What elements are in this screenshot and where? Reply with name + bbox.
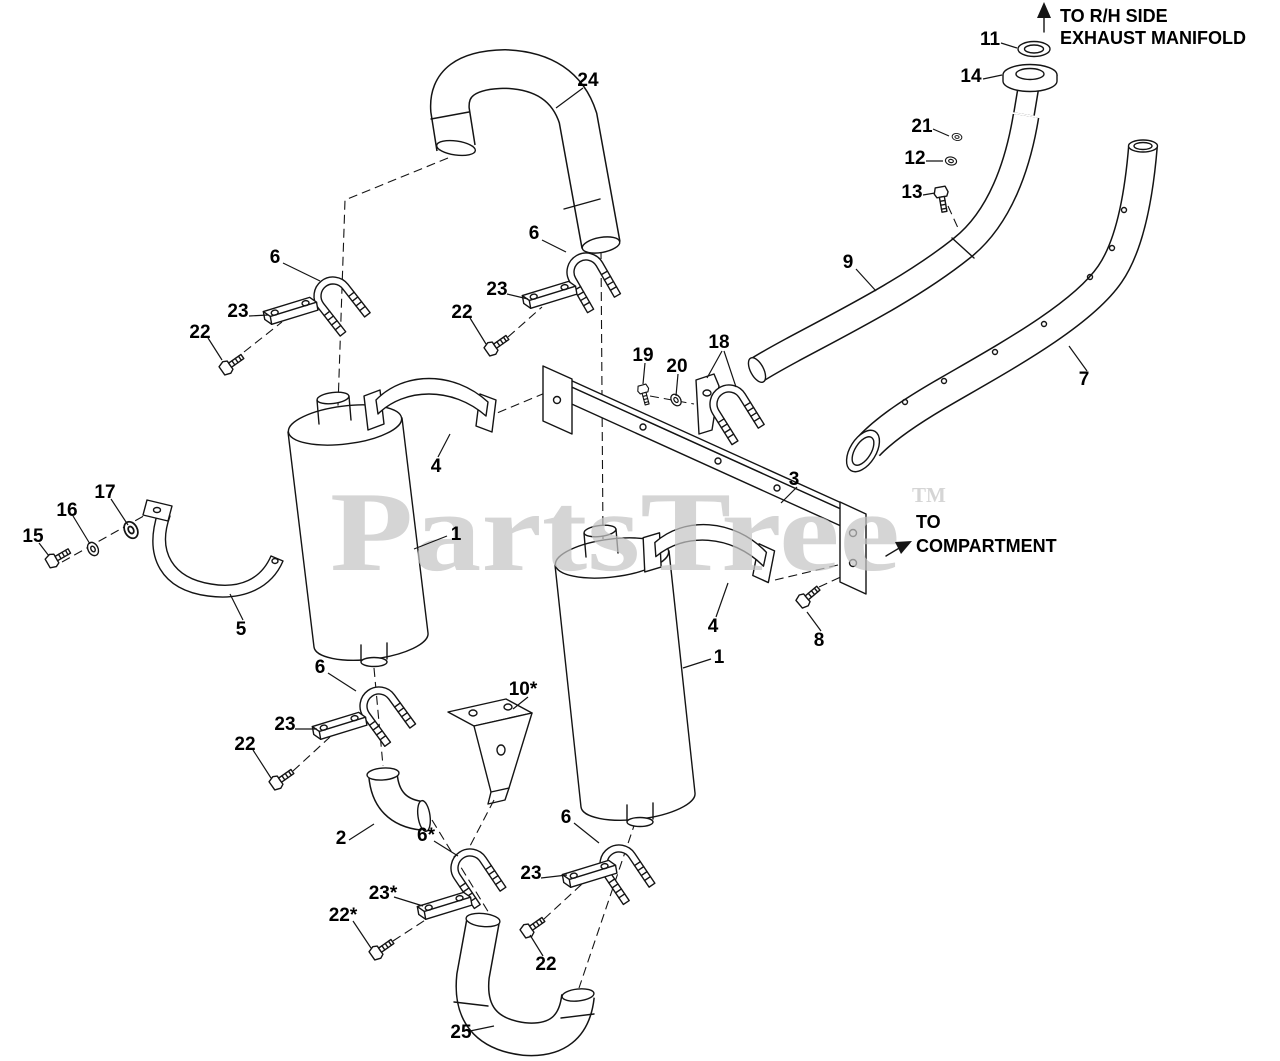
callout-25: 25	[450, 1022, 472, 1043]
part-strap-5	[142, 499, 284, 598]
callout-24: 24	[577, 70, 599, 91]
part-bracket-4-upper	[363, 377, 497, 433]
saddle-23-star	[415, 890, 474, 922]
part-u-pipe-24	[429, 48, 621, 254]
watermark-trademark: TM	[912, 483, 946, 507]
part-rail	[542, 365, 867, 595]
compartment-note-line2: COMPARTMENT	[916, 536, 1057, 556]
washer-12	[944, 155, 958, 167]
callout-6-a: 6	[270, 247, 281, 268]
bolt-15	[43, 544, 74, 571]
callout-23-star: 23*	[369, 883, 398, 904]
callout-6-d: 6	[561, 807, 572, 828]
callout-14: 14	[960, 66, 982, 87]
callout-21: 21	[911, 116, 933, 137]
callout-4-upper: 4	[431, 456, 442, 477]
callout-22-b: 22	[451, 302, 472, 323]
watermark-text: PartsTree	[330, 468, 900, 595]
manifold-note-line1: TO R/H SIDE	[1060, 6, 1168, 26]
callout-1-right: 1	[714, 647, 725, 668]
u-bolt-6-b	[559, 245, 622, 314]
part-muffler-right	[554, 524, 696, 828]
part-gasket-11	[1017, 40, 1051, 58]
saddle-23-a	[261, 295, 320, 327]
callout-6-b: 6	[529, 223, 540, 244]
saddle-23-c	[310, 710, 369, 742]
bolt-13	[932, 185, 953, 214]
callout-23-a: 23	[227, 301, 248, 322]
callout-20: 20	[666, 356, 687, 377]
callout-8: 8	[814, 630, 825, 651]
annotation-manifold: TO R/H SIDE EXHAUST MANIFOLD	[1037, 2, 1246, 48]
manifold-note-line2: EXHAUST MANIFOLD	[1060, 28, 1246, 48]
u-bolt-6-c	[351, 678, 417, 747]
part-bracket-10	[447, 698, 533, 805]
callout-10-star: 10*	[509, 679, 538, 700]
part-exhaust-pipe-9	[747, 113, 1040, 384]
callout-22-a: 22	[189, 322, 210, 343]
callout-11: 11	[980, 29, 1001, 50]
callout-22-d: 22	[535, 954, 556, 975]
callout-16: 16	[56, 500, 77, 521]
part-down-pipe-14	[1002, 63, 1058, 116]
compartment-note-line1: TO	[916, 512, 941, 532]
callout-1-left: 1	[451, 524, 462, 545]
callout-13: 13	[901, 182, 922, 203]
callout-6-star: 6*	[417, 825, 436, 846]
callout-5: 5	[236, 619, 247, 640]
watermark: PartsTree TM	[330, 468, 946, 595]
washer-17	[120, 518, 142, 542]
bolt-22-c	[267, 765, 298, 793]
bolt-22-star	[367, 935, 398, 963]
callout-19: 19	[632, 345, 653, 366]
callout-22-star: 22*	[329, 905, 358, 926]
callout-23-b: 23	[486, 279, 507, 300]
part-elbow-2	[366, 767, 432, 833]
callout-9: 9	[843, 252, 854, 273]
callout-12: 12	[904, 148, 925, 169]
callout-3: 3	[789, 469, 800, 490]
callout-17: 17	[94, 482, 115, 503]
bolt-22-a	[217, 350, 248, 378]
bolt-22-b	[482, 331, 513, 359]
bolt-22-d	[518, 913, 549, 941]
callout-4-lower: 4	[708, 616, 719, 637]
part-curved-pipe-25	[453, 912, 595, 1057]
callout-23-c: 23	[274, 714, 295, 735]
arrow-up-icon	[1037, 2, 1051, 18]
part-callouts: 24 11 14 21 12 13 9 7 6 23 22 6 23 22 19…	[22, 29, 1089, 1043]
part-tail-pipe-7	[845, 139, 1159, 473]
leader-lines	[38, 42, 1088, 1032]
saddle-23-b	[520, 279, 579, 311]
callout-7: 7	[1079, 369, 1090, 390]
callout-6-c: 6	[315, 657, 326, 678]
callout-18: 18	[708, 332, 729, 353]
arrow-right-icon	[895, 541, 912, 554]
callout-2: 2	[336, 828, 347, 849]
annotation-compartment: TO COMPARTMENT	[885, 512, 1057, 557]
washer-21	[951, 132, 963, 142]
callout-22-c: 22	[234, 734, 255, 755]
callout-15: 15	[22, 526, 44, 547]
washer-16	[84, 539, 102, 559]
callout-23-d: 23	[520, 863, 541, 884]
bolt-19	[635, 383, 654, 407]
